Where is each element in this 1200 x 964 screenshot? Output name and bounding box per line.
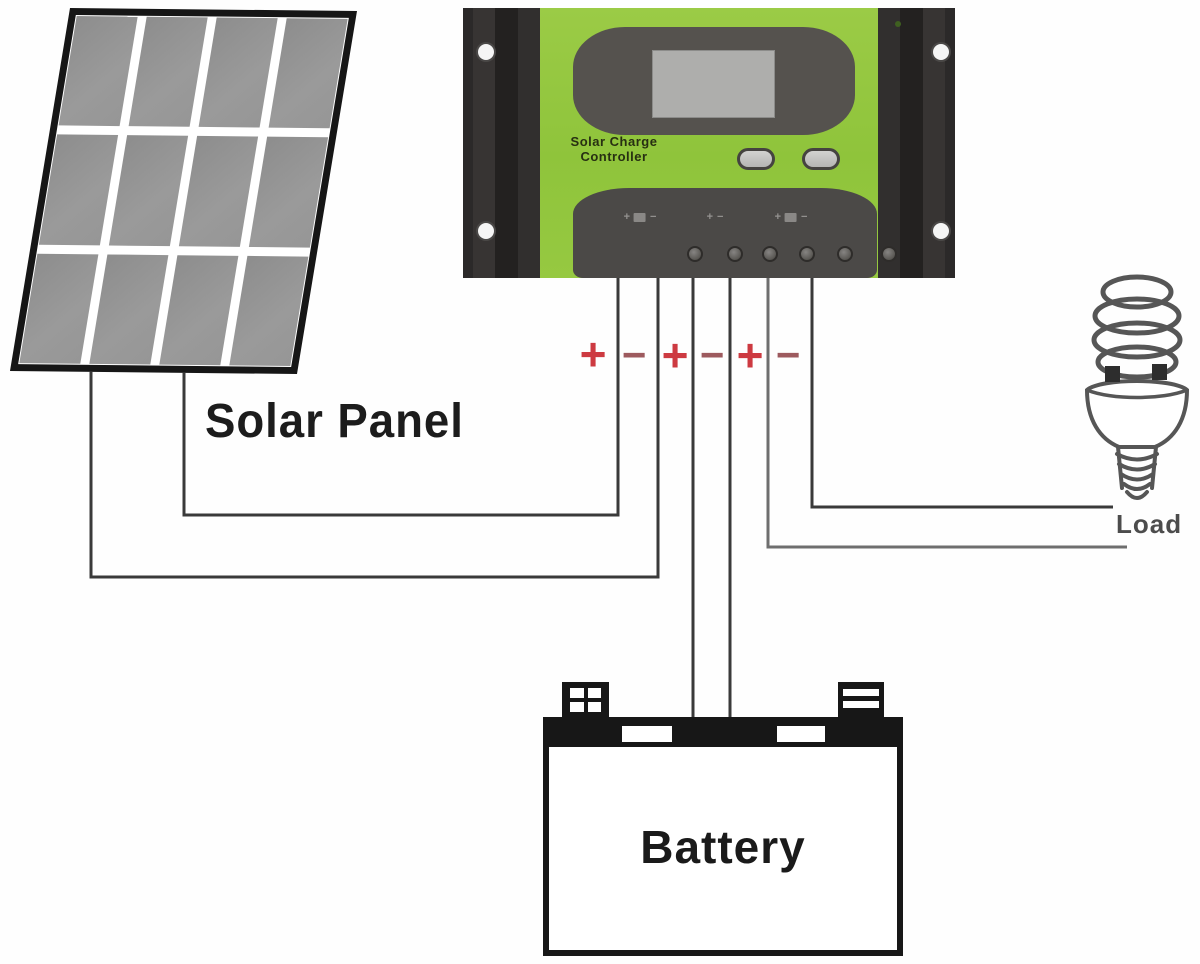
cfl-bulb-icon — [1084, 274, 1190, 500]
controller-button-right — [802, 148, 840, 170]
load-label: Load — [1116, 509, 1183, 539]
load-terminal-icons: + − — [774, 211, 808, 223]
polarity-sign: − — [699, 331, 725, 378]
battery-post-bars-icon — [843, 689, 879, 711]
solar-terminal-icons: + − — [623, 211, 657, 223]
battery-body: Battery — [543, 717, 903, 956]
terminal-screw-icon — [687, 246, 703, 262]
polarity-sign: + — [661, 329, 689, 381]
terminal-screw-icon — [881, 246, 897, 262]
mounting-hole-icon — [933, 223, 949, 239]
status-led-icon — [895, 21, 901, 27]
battery-top-band — [549, 723, 897, 747]
battery-vent-slot — [777, 726, 825, 742]
polarity-sign: + — [579, 328, 607, 380]
terminal-screw-icon — [727, 246, 743, 262]
lcd-screen — [652, 50, 775, 118]
battery-vent-slot — [622, 726, 672, 742]
load-mini-icon — [785, 213, 797, 222]
controller-label-line2: Controller — [580, 149, 648, 164]
battery-post-grid-icon — [570, 688, 601, 712]
mounting-hole-icon — [933, 44, 949, 60]
battery-post-positive — [562, 682, 609, 718]
mounting-bracket-right — [878, 8, 955, 278]
controller-faceplate: Solar Charge Controller + − + − + — [540, 8, 901, 278]
solar-panel-cells — [19, 16, 348, 366]
polarity-sign: − — [621, 331, 647, 378]
battery-graphic: Battery — [543, 682, 903, 956]
mounting-hole-icon — [478, 223, 494, 239]
solar-mini-icon — [634, 213, 646, 222]
battery-terminal-icons: + − — [706, 211, 724, 223]
terminal-block: + − + − + − — [573, 188, 897, 278]
controller-label-line1: Solar Charge — [570, 134, 658, 149]
polarity-sign: + — [736, 329, 764, 381]
solar-panel-label: Solar Panel — [205, 395, 464, 448]
wire-solar-positive — [182, 277, 620, 517]
wire-load-negative — [810, 277, 1113, 509]
wire-load-positive — [766, 277, 1127, 549]
mounting-hole-icon — [478, 44, 494, 60]
charge-controller: Solar Charge Controller + − + − + — [463, 8, 955, 278]
terminal-screw-icon — [799, 246, 815, 262]
battery-post-negative — [838, 682, 884, 718]
terminal-screw-icon — [762, 246, 778, 262]
solar-panel-graphic — [9, 8, 358, 375]
polarity-sign: − — [775, 331, 801, 378]
controller-button-left — [737, 148, 775, 170]
wire-solar-negative — [89, 277, 660, 579]
terminal-screw-icon — [837, 246, 853, 262]
mounting-bracket-left — [463, 8, 540, 278]
controller-label: Solar Charge Controller — [554, 134, 674, 164]
battery-label: Battery — [640, 821, 806, 873]
